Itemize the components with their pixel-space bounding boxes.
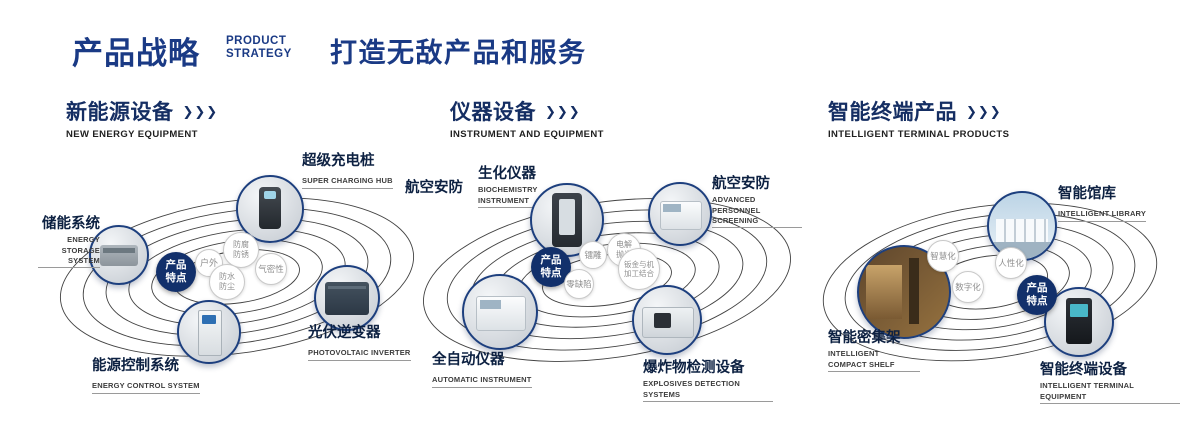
feature-text: 防水防尘	[219, 272, 235, 291]
feature-bubble: 镭雕	[579, 241, 607, 269]
pv-inverter-photo	[314, 265, 380, 331]
page-title-en: PRODUCT STRATEGY	[226, 35, 292, 61]
item-name-en: ENERGY STORAGE SYSTEM	[38, 235, 100, 268]
feature-text: 钣金与机加工结合	[624, 260, 654, 278]
item-name-cn: 能源控制系统	[92, 358, 179, 374]
item-name-en: INTELLIGENT TERMINAL EQUIPMENT	[1040, 381, 1180, 404]
item-name-cn: 航空安防	[405, 180, 463, 196]
item-label-compact-shelf: 智能密集架 INTELLIGENT COMPACT SHELF	[828, 330, 928, 372]
item-name-cn: 智能终端设备	[1040, 362, 1127, 378]
energy-storage-photo	[89, 225, 149, 285]
item-label-personnel-screening: 航空安防 ADVANCED PERSONNEL SCREENING	[712, 176, 807, 228]
feature-bubble: 零缺陷	[564, 269, 594, 299]
personnel-screening-photo	[648, 182, 712, 246]
item-label-energy-storage: 储能系统 ENERGY STORAGE SYSTEM	[26, 216, 100, 268]
page-title-en-line2: STRATEGY	[226, 47, 292, 60]
badge-line1: 产品	[540, 254, 562, 267]
item-name-cn: 航空安防	[712, 176, 770, 192]
item-label-intelligent-library: 智能馆库 INTELLIGENT LIBRARY	[1058, 186, 1158, 222]
section-subtitle: NEW ENERGY EQUIPMENT	[66, 129, 198, 140]
feature-text: 防腐防锈	[233, 240, 249, 259]
automatic-instrument-photo	[462, 274, 538, 350]
page-slogan: 打造无敌产品和服务	[330, 38, 587, 68]
feature-text: 人性化	[998, 257, 1024, 268]
badge-line2: 特点	[540, 267, 562, 279]
feature-text: 气密性	[258, 263, 284, 274]
triple-chevron-icon: ❯❯❯	[545, 104, 581, 119]
section-header-new-energy: 新能源设备 ❯❯❯ NEW ENERGY EQUIPMENT	[66, 96, 218, 140]
item-name-en: SUPER CHARGING HUB	[302, 176, 393, 189]
item-label-explosives-detection: 爆炸物检测设备 EXPLOSIVES DETECTION SYSTEMS	[643, 360, 773, 402]
item-name-cn: 智能密集架	[828, 330, 901, 346]
product-features-badge: 产品 特点	[1017, 275, 1057, 315]
item-name-cn: 爆炸物检测设备	[643, 360, 745, 376]
feature-bubble: 防腐防锈	[223, 232, 259, 268]
section-header-intelligent-terminal: 智能终端产品 ❯❯❯ INTELLIGENT TERMINAL PRODUCTS	[828, 96, 1009, 140]
item-name-en: INTELLIGENT COMPACT SHELF	[828, 349, 920, 372]
feature-bubble: 数字化	[952, 271, 984, 303]
feature-bubble: 人性化	[995, 247, 1027, 279]
triple-chevron-icon: ❯❯❯	[182, 104, 219, 119]
page-title-en-line1: PRODUCT	[226, 35, 287, 47]
item-name-cn: 超级充电桩	[302, 153, 375, 169]
section-subtitle: INSTRUMENT AND EQUIPMENT	[450, 129, 604, 140]
badge-line1: 产品	[165, 259, 187, 272]
feature-bubble: 气密性	[255, 253, 287, 285]
compact-shelf-photo	[857, 245, 951, 339]
item-label-terminal-equipment: 智能终端设备 INTELLIGENT TERMINAL EQUIPMENT	[1040, 362, 1180, 404]
item-label-energy-control: 能源控制系统 ENERGY CONTROL SYSTEM	[92, 358, 202, 394]
section-title: 新能源设备	[66, 101, 174, 124]
feature-bubble: 防水防尘	[209, 264, 245, 300]
section-title: 仪器设备	[450, 101, 536, 124]
section-subtitle: INTELLIGENT TERMINAL PRODUCTS	[828, 129, 1010, 140]
item-label-pv-inverter: 光伏逆变器 PHOTOVOLTAIC INVERTER	[308, 325, 418, 361]
item-name-en: PHOTOVOLTAIC INVERTER	[308, 348, 411, 361]
feature-bubble: 智慧化	[927, 240, 959, 272]
section-title: 智能终端产品	[828, 101, 957, 124]
badge-line2: 特点	[1026, 295, 1048, 307]
item-name-cn: 储能系统	[42, 216, 100, 232]
item-label-automatic-instrument: 全自动仪器 AUTOMATIC INSTRUMENT	[432, 352, 542, 388]
item-name-en: EXPLOSIVES DETECTION SYSTEMS	[643, 379, 773, 402]
item-label-aviation-security: 航空安防	[405, 180, 475, 197]
page-title: 产品战略	[72, 36, 200, 71]
explosives-detection-photo	[632, 285, 702, 355]
item-name-cn: 生化仪器	[478, 166, 536, 182]
feature-text: 数字化	[955, 281, 981, 292]
triple-chevron-icon: ❯❯❯	[966, 104, 1002, 119]
badge-line2: 特点	[165, 272, 187, 284]
badge-line1: 产品	[1026, 282, 1048, 295]
item-name-cn: 光伏逆变器	[308, 325, 381, 341]
item-name-en: ENERGY CONTROL SYSTEM	[92, 381, 200, 394]
product-features-badge: 产品 特点	[156, 252, 196, 292]
intelligent-library-photo	[987, 191, 1057, 261]
feature-bubble: 钣金与机加工结合	[618, 248, 660, 290]
item-name-en: ADVANCED PERSONNEL SCREENING	[712, 195, 802, 228]
diagram-intelligent-terminal: 智能馆库 INTELLIGENT LIBRARY 智能密集架 INTELLIGE…	[820, 148, 1200, 410]
section-header-instruments: 仪器设备 ❯❯❯ INSTRUMENT AND EQUIPMENT	[450, 96, 604, 140]
diagram-instruments: 航空安防 生化仪器 BIOCHEMISTRY INSTRUMENT 航空安防 A…	[395, 148, 810, 410]
item-name-en: INTELLIGENT LIBRARY	[1058, 209, 1147, 222]
diagram-new-energy: 超级充电桩 SUPER CHARGING HUB 储能系统 ENERGY STO…	[20, 148, 420, 410]
item-name-cn: 智能馆库	[1058, 186, 1116, 202]
feature-text: 零缺陷	[566, 278, 592, 289]
super-charging-hub-photo	[236, 175, 304, 243]
item-name-cn: 全自动仪器	[432, 352, 505, 368]
energy-control-photo	[177, 300, 241, 364]
feature-text: 智慧化	[930, 250, 956, 261]
item-label-super-charging-hub: 超级充电桩 SUPER CHARGING HUB	[302, 153, 414, 189]
feature-text: 户外	[199, 257, 218, 268]
item-name-en: AUTOMATIC INSTRUMENT	[432, 375, 532, 388]
feature-text: 镭雕	[584, 249, 602, 260]
